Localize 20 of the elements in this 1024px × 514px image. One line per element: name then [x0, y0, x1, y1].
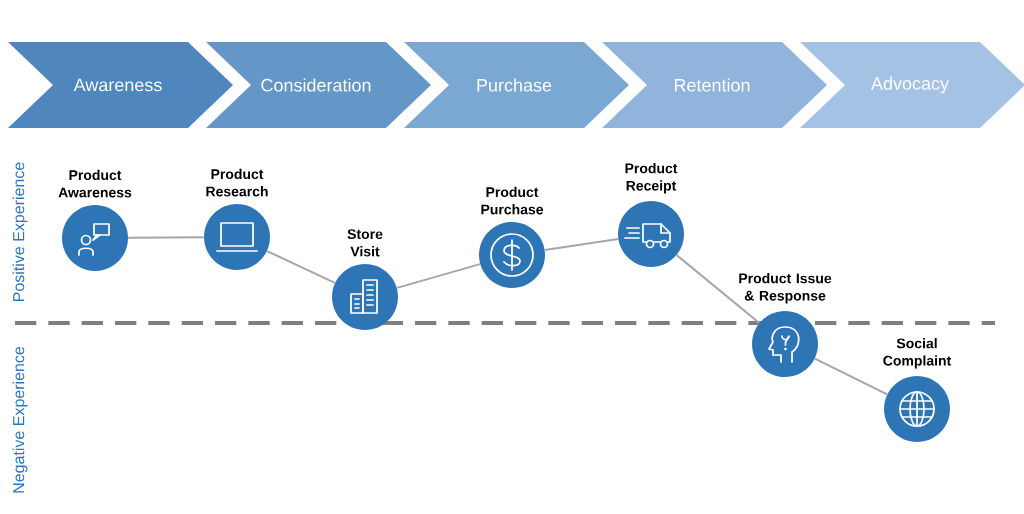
- connector-line: [813, 357, 889, 396]
- connector-line: [543, 237, 620, 252]
- chevron-step: Awareness: [8, 42, 233, 128]
- chevron-step: Consideration: [206, 42, 431, 128]
- step-heading: Product Research: [206, 168, 268, 197]
- axis-label: Positive Experience: [12, 162, 28, 301]
- connector-line: [396, 263, 481, 289]
- step-heading: Social Complaint: [883, 338, 952, 369]
- step-heading: Product Receipt: [625, 163, 678, 194]
- chevron-step: Purchase: [404, 42, 629, 128]
- connector-line: [675, 254, 761, 324]
- step-heading: Product Issue & Response: [739, 273, 832, 304]
- chevron-step: Retention: [602, 42, 827, 128]
- step-heading: Product Purchase: [481, 186, 544, 215]
- axis-label: Negative Experience: [12, 346, 28, 493]
- connector-line: [266, 250, 336, 284]
- step-heading: Store Visit: [347, 229, 383, 257]
- connector-line: [127, 236, 205, 239]
- step-heading: Product Awareness: [58, 169, 132, 198]
- chevron-step: Advocacy: [800, 42, 1024, 128]
